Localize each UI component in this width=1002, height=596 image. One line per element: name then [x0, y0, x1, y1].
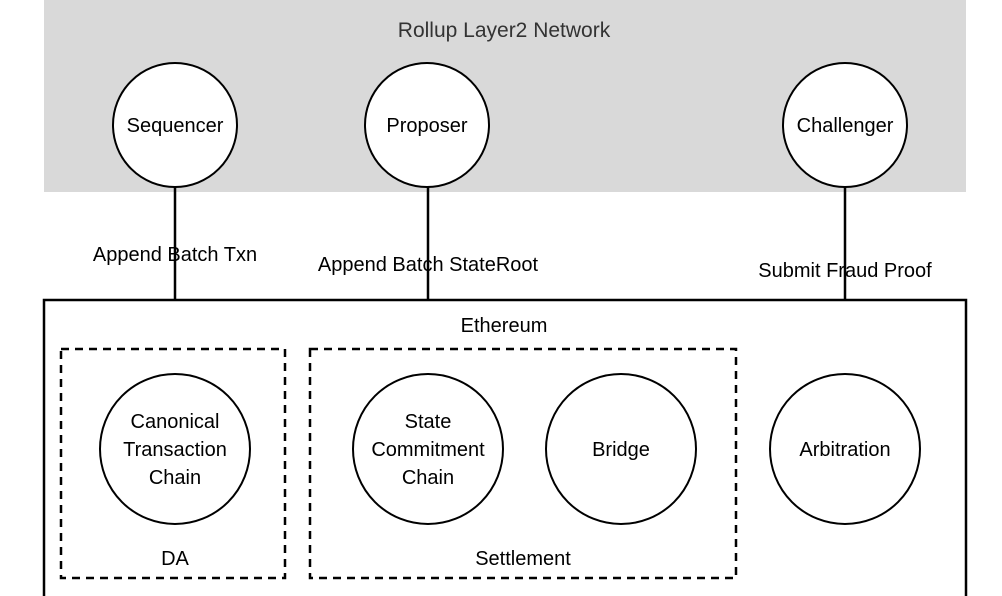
- node-proposer-circle[interactable]: [364, 62, 490, 188]
- node-bridge-circle[interactable]: [545, 373, 697, 525]
- node-challenger[interactable]: Challenger: [782, 62, 908, 188]
- node-challenger-circle[interactable]: [782, 62, 908, 188]
- node-proposer-label: Proposer: [386, 115, 467, 137]
- node-sequencer-label: Sequencer: [127, 115, 224, 137]
- edge-proposer-scc-label: Append Batch StateRoot: [318, 254, 539, 276]
- node-challenger-label: Challenger: [797, 115, 894, 137]
- ethereum-container-label: Ethereum: [461, 315, 548, 337]
- edge-challenger-arbitration-label: Submit Fraud Proof: [758, 260, 932, 282]
- node-canonical-transaction-chain-circle[interactable]: [99, 373, 251, 525]
- node-arbitration-label: Arbitration: [799, 439, 890, 461]
- node-sequencer[interactable]: Sequencer: [112, 62, 238, 188]
- node-bridge-label: Bridge: [592, 439, 650, 461]
- node-state-commitment-chain-label-line-2: Commitment: [371, 439, 485, 461]
- node-canonical-transaction-chain-label-line-3: Chain: [149, 467, 201, 489]
- da-group-box: [59, 347, 287, 580]
- layer2-zone-label: Rollup Layer2 Network: [398, 19, 611, 42]
- node-proposer[interactable]: Proposer: [364, 62, 490, 188]
- node-canonical-transaction-chain-label-line-1: Canonical: [131, 411, 220, 433]
- da-group-label: DA: [161, 548, 189, 570]
- settlement-group-label: Settlement: [475, 548, 571, 570]
- node-canonical-transaction-chain-label-line-2: Transaction: [123, 439, 227, 461]
- node-bridge[interactable]: Bridge: [545, 373, 697, 525]
- node-state-commitment-chain-label-line-3: Chain: [402, 467, 454, 489]
- node-state-commitment-chain-circle[interactable]: [352, 373, 504, 525]
- edge-sequencer-ctc-label: Append Batch Txn: [93, 244, 257, 266]
- node-state-commitment-chain-label-line-1: State: [405, 411, 452, 433]
- node-arbitration-circle[interactable]: [769, 373, 921, 525]
- node-arbitration[interactable]: Arbitration: [769, 373, 921, 525]
- node-sequencer-circle[interactable]: [112, 62, 238, 188]
- node-canonical-transaction-chain[interactable]: Canonical Transaction Chain: [99, 373, 251, 525]
- settlement-group-box: [308, 347, 738, 580]
- node-state-commitment-chain[interactable]: State Commitment Chain: [352, 373, 504, 525]
